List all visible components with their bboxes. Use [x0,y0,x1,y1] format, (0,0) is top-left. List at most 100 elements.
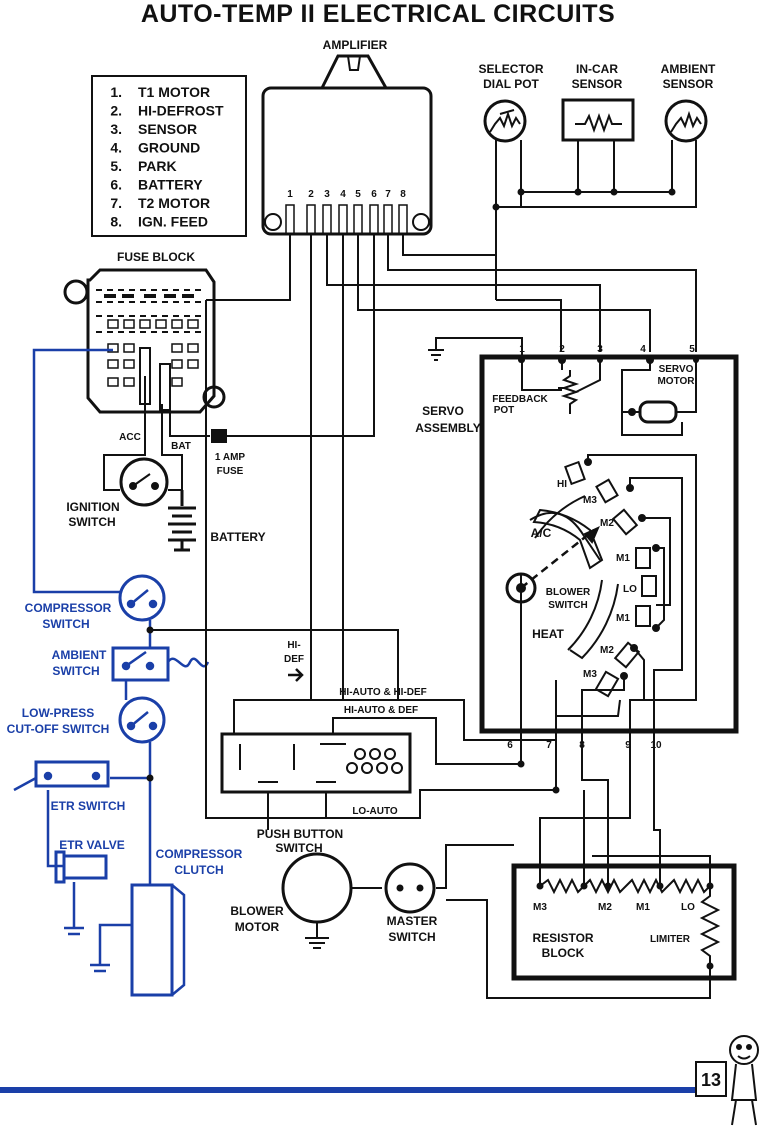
push-button-labels: HI- DEF HI-AUTO & HI-DEF HI-AUTO & DEF L… [257,640,427,855]
feedback-label-2: POT [494,405,515,416]
ambient-sensor: AMBIENT SENSOR [661,62,716,143]
servo-terminal-top: 2 [559,344,565,355]
fuse-label-1: 1 AMP [215,452,246,463]
resistor-tap-label: LO [681,902,695,913]
fuse-blade [104,294,116,298]
hi-auto-hi-def-label: HI-AUTO & HI-DEF [339,687,427,698]
amplifier-pin [285,204,295,235]
amplifier-pin-label: 8 [400,189,406,200]
bs-m2-bottom: M2 [600,645,614,656]
amplifier-wiring [150,234,697,701]
page-number: 13 [701,1070,721,1090]
ambient-switch-label-1: AMBIENT [52,648,107,662]
legend-number: 1. [110,84,122,100]
bat-label: BAT [171,441,191,452]
amplifier-label: AMPLIFIER [323,38,388,52]
fuse-cell [123,359,135,369]
compressor-circuit [13,348,210,997]
amplifier-pin-label: 1 [287,189,293,200]
battery-label: BATTERY [210,530,265,544]
fuse-cell [107,377,119,387]
pin-legend: 1.T1 MOTOR2.HI-DEFROST3.SENSOR4.GROUND5.… [91,75,247,237]
amplifier-pin [369,204,379,235]
mascot-icon [729,1035,759,1126]
resistor-label-2: BLOCK [542,946,585,960]
legend-number: 7. [110,195,122,211]
bs-heat: HEAT [532,627,564,641]
servo-motor-label-2: MOTOR [657,376,695,387]
resistor-tap-label: M3 [533,902,547,913]
selector-label-1: SELECTOR [478,62,543,76]
fuse-cell [187,319,199,329]
servo-ground [428,337,523,361]
servo-terminal-bottom: 7 [546,740,552,751]
blower-motor: BLOWER MOTOR [230,852,353,949]
blower-motor-label-1: BLOWER [230,904,284,918]
legend-number: 8. [110,214,122,230]
incar-label-1: IN-CAR [576,62,618,76]
bottom-wiring [205,300,711,999]
fuse-cell [123,377,135,387]
fuse-block-label: FUSE BLOCK [117,250,195,264]
ambient-sensor-label-1: AMBIENT [661,62,716,76]
legend-label: T1 MOTOR [138,84,210,100]
servo-terminal-bottom: 10 [650,740,662,751]
main-junctions [517,357,560,794]
selector-label-2: DIAL POT [483,77,539,91]
amplifier-pin [383,204,393,235]
fuse-cell [171,359,183,369]
ignition-switch: IGNITION SWITCH [66,376,183,529]
servo-terminal-top: 3 [597,344,603,355]
bs-ac: A/C [531,526,552,540]
servo-motor: SERVO MOTOR [621,356,697,436]
amplifier-pin-label: 4 [340,189,346,200]
master-switch: MASTER SWITCH [384,862,438,944]
lowpress-label-1: LOW-PRESS [22,706,94,720]
page-number-box [695,1061,727,1097]
servo-terminal-top: 5 [689,344,695,355]
servo-internal-wiring [520,574,557,740]
bs-m2-top: M2 [600,518,614,529]
ambient-sensor-label-2: SENSOR [663,77,714,91]
bs-m3-bottom: M3 [583,669,597,680]
battery: BATTERY [168,490,266,552]
amplifier-pin-label: 7 [385,189,391,200]
amplifier-pin [353,204,363,235]
clutch-label-1: COMPRESSOR [156,847,243,861]
fuse-blade [182,294,194,298]
lowpress-label-2: CUT-OFF SWITCH [7,722,110,736]
fuse-cell [171,343,183,353]
sensor-wiring [495,140,697,300]
etr-valve-label: ETR VALVE [59,838,125,852]
fuse-cell [155,319,167,329]
hidef-label-1: HI- [287,640,300,651]
legend-number: 5. [110,158,122,174]
resistor-label-1: RESISTOR [532,931,593,945]
feedback-label-1: FEEDBACK [492,394,548,405]
one-amp-fuse: 1 AMP FUSE [169,404,246,477]
footer-rule [0,1087,700,1093]
bs-label-2: SWITCH [548,600,587,611]
fuse-cell [139,319,151,329]
acc-label: ACC [119,432,141,443]
fuse-blade [122,294,134,298]
legend-number: 4. [110,140,122,156]
legend-label: T2 MOTOR [138,195,210,211]
legend-number: 3. [110,121,122,137]
servo-label-2: ASSEMBLY [415,421,481,435]
blower-switch [505,454,697,740]
fuse-cell [123,319,135,329]
amplifier-pin-label: 2 [308,189,314,200]
sensor-junctions [492,188,676,211]
legend-label: PARK [138,158,177,174]
compressor-circuit-labels: COMPRESSOR SWITCH AMBIENT SWITCH LOW-PRE… [7,601,243,877]
push-button-switch [220,660,556,830]
fuse-blade [164,294,176,298]
amplifier-pin-label: 6 [371,189,377,200]
bs-label-1: BLOWER [546,587,591,598]
amplifier-pin [398,204,408,235]
fuse-cell [171,319,183,329]
clutch-label-2: CLUTCH [174,863,223,877]
